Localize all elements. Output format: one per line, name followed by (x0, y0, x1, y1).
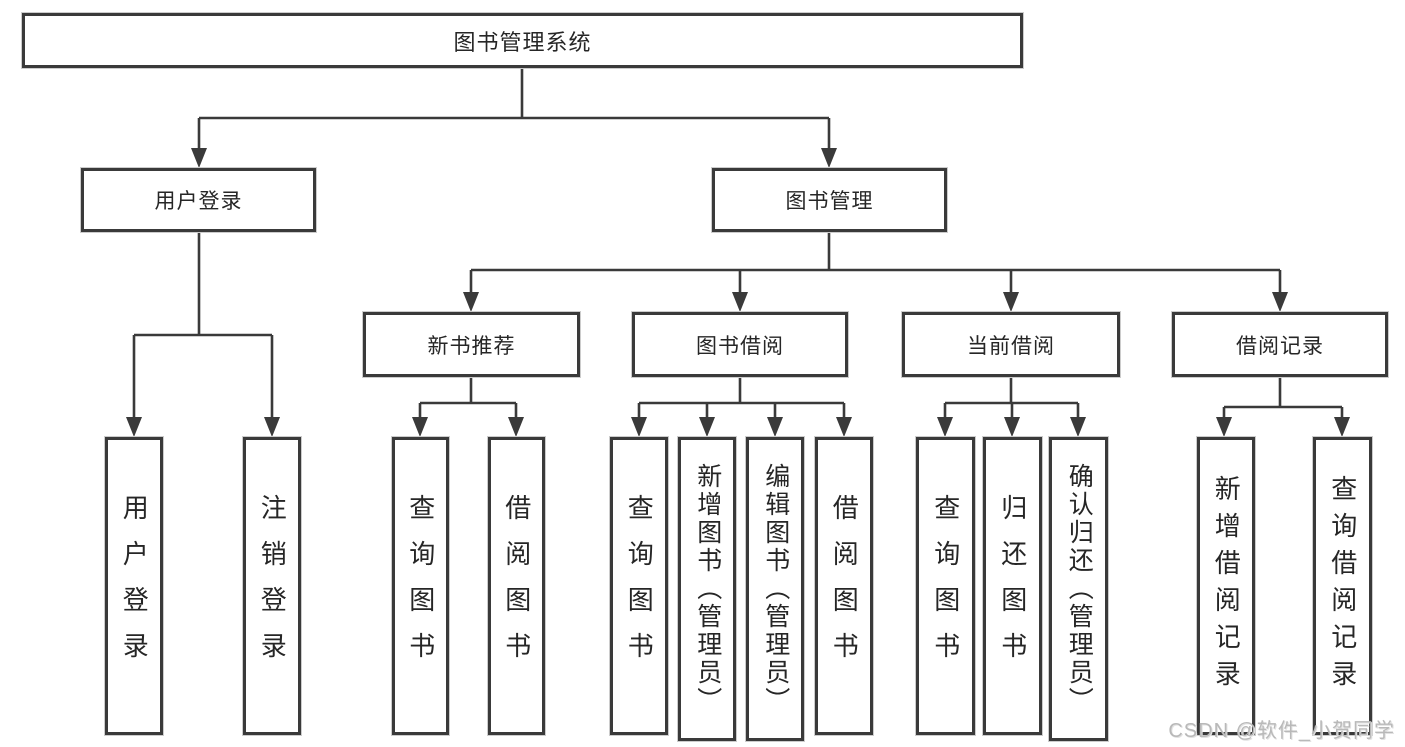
node-borrowing-records: 借阅记录 (1172, 312, 1388, 377)
arrowhead (191, 148, 207, 168)
node-label: 用户登录 (154, 190, 243, 213)
node-label: 图书管理 (785, 190, 874, 213)
leaf-user-login: 用户登录 (105, 437, 163, 735)
leaf-add-books-admin: 新增图书（管理员） (678, 437, 736, 741)
arrowhead (1216, 417, 1232, 437)
csdn-watermark: CSDN @软件_小贺同学 (1168, 720, 1395, 742)
connector-lines (134, 68, 1342, 409)
arrow-heads (126, 148, 1350, 437)
arrowhead (1334, 417, 1350, 437)
arrowhead (821, 148, 837, 168)
node-label: 查询图书 (405, 494, 436, 678)
node-label: 查询图书 (930, 494, 961, 678)
node-label: 用户登录 (119, 494, 150, 678)
node-label: 新增图书（管理员） (693, 463, 722, 715)
node-book-management: 图书管理 (712, 168, 947, 232)
arrowhead (508, 417, 524, 437)
leaf-borrow-books-recommend: 借阅图书 (488, 437, 545, 735)
leaf-query-books-current: 查询图书 (916, 437, 975, 735)
node-book-borrowing: 图书借阅 (632, 312, 848, 377)
leaf-add-borrow-record: 新增借阅记录 (1197, 437, 1255, 735)
node-label: 查询图书 (624, 494, 655, 678)
arrowhead (836, 417, 852, 437)
node-label: 当前借阅 (967, 334, 1055, 358)
arrowhead (937, 417, 953, 437)
leaf-return-books: 归还图书 (983, 437, 1042, 735)
leaf-query-books-recommend: 查询图书 (392, 437, 449, 735)
arrowhead (412, 417, 428, 437)
arrowhead (631, 417, 647, 437)
leaf-borrow-books: 借阅图书 (815, 437, 873, 735)
arrowhead (699, 417, 715, 437)
leaf-query-borrow-record: 查询借阅记录 (1313, 437, 1372, 735)
arrowhead (767, 417, 783, 437)
node-user-login: 用户登录 (81, 168, 316, 232)
arrowhead (732, 292, 748, 312)
arrow-stems (132, 118, 1344, 421)
node-label: 借阅图书 (501, 494, 532, 678)
arrowhead (1070, 417, 1086, 437)
arrowhead (126, 417, 142, 437)
node-library-management-system: 图书管理系统 (22, 13, 1023, 68)
node-label: 图书借阅 (696, 334, 784, 358)
node-label: 确认归还（管理员） (1065, 463, 1094, 715)
node-label: 编辑图书（管理员） (761, 463, 790, 715)
node-label: 借阅记录 (1236, 334, 1324, 358)
node-label: 归还图书 (997, 494, 1028, 678)
leaf-confirm-return-admin: 确认归还（管理员） (1049, 437, 1108, 741)
arrowhead (1003, 292, 1019, 312)
node-current-borrowing: 当前借阅 (902, 312, 1120, 377)
node-label: 借阅图书 (829, 494, 860, 678)
node-label: 新书推荐 (427, 334, 516, 358)
node-new-book-recommendation: 新书推荐 (363, 312, 580, 377)
arrowhead (264, 417, 280, 437)
arrowhead (1272, 292, 1288, 312)
leaf-query-books-borrow: 查询图书 (610, 437, 668, 735)
node-label: 查询借阅记录 (1327, 475, 1358, 697)
leaf-edit-books-admin: 编辑图书（管理员） (746, 437, 804, 741)
node-label: 新增借阅记录 (1211, 475, 1242, 697)
node-label: 图书管理系统 (453, 29, 592, 55)
arrowhead (1004, 417, 1020, 437)
leaf-logout: 注销登录 (243, 437, 301, 735)
arrowhead (463, 292, 479, 312)
node-label: 注销登录 (257, 494, 288, 678)
